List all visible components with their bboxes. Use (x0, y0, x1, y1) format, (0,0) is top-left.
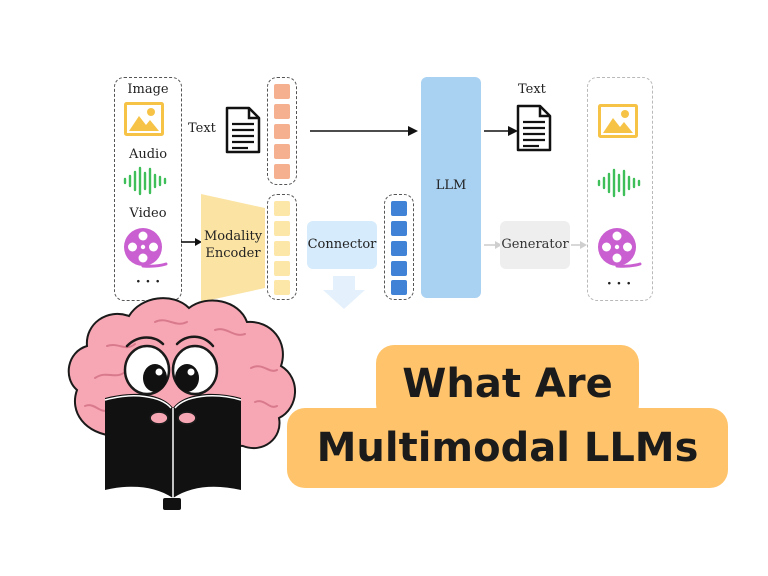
connector-token-column (384, 194, 414, 300)
llm-label: LLM (435, 178, 467, 193)
generator-block (500, 221, 570, 269)
encoder-token (274, 241, 290, 256)
arrow-inputs-to-encoder (181, 238, 202, 246)
llm-block (421, 77, 481, 298)
output-image-icon (598, 104, 638, 138)
encoder-token (274, 201, 290, 216)
encoder-token (274, 280, 290, 295)
text-token-column (267, 77, 297, 185)
encoder-token (274, 261, 290, 276)
text-token (274, 124, 290, 139)
connector-token (391, 201, 407, 216)
connector-label: Connector (307, 237, 377, 252)
audio-label: Audio (128, 147, 168, 162)
text-output-document-icon (516, 104, 552, 152)
encoder-token-column (267, 194, 297, 300)
brain-reading-book-icon (67, 297, 296, 510)
connector-token (391, 241, 407, 256)
text-output-label: Text (518, 82, 546, 97)
arrow-text-to-llm (310, 126, 418, 136)
text-document-icon (225, 106, 261, 154)
text-token (274, 164, 290, 179)
modality-encoder-shape (201, 194, 265, 302)
connector-down-arrow (323, 276, 365, 309)
arrow-llm-to-generator (484, 241, 502, 249)
video-label: Video (129, 206, 167, 221)
video-reel-icon (124, 228, 168, 268)
modality-encoder-label: Modality Encoder (203, 229, 263, 261)
text-token (274, 104, 290, 119)
arrow-llm-to-text (484, 126, 518, 136)
more-inputs-ellipsis: · · · (135, 274, 161, 290)
text-token (274, 84, 290, 99)
image-icon (124, 102, 164, 136)
image-label: Image (127, 82, 169, 97)
title-line2: Multimodal LLMs (316, 425, 699, 471)
more-outputs-ellipsis: · · · (606, 276, 632, 292)
generator-label: Generator (501, 237, 569, 252)
encoder-token (274, 221, 290, 236)
output-audio-waveform-icon (597, 168, 641, 198)
arrow-generator-to-outputs (571, 241, 587, 249)
output-video-reel-icon (598, 228, 642, 268)
connector-token (391, 221, 407, 236)
title-line2-box: Multimodal LLMs (287, 408, 728, 488)
output-modalities-box (587, 77, 653, 301)
connector-token (391, 280, 407, 295)
text-input-label: Text (188, 121, 216, 136)
text-token (274, 144, 290, 159)
title-line1: What Are (402, 360, 613, 407)
connector-block (307, 221, 377, 269)
connector-token (391, 261, 407, 276)
audio-waveform-icon (123, 166, 167, 196)
